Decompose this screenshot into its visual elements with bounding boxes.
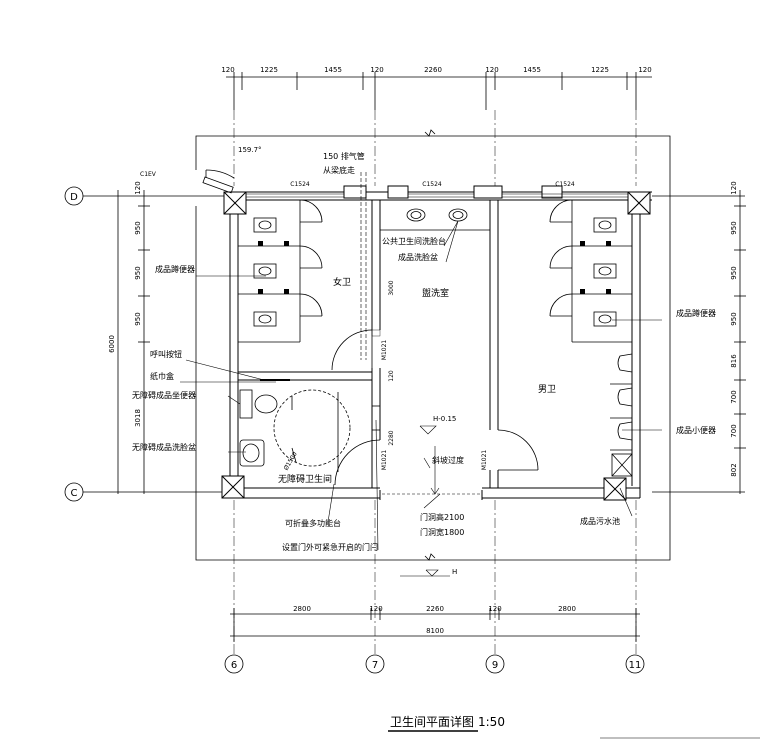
room-wash: 盥洗室 xyxy=(422,287,449,299)
axis-d-label: D xyxy=(70,192,78,203)
top-dim-5: 2260 xyxy=(424,66,442,74)
right-dim-4: 950 xyxy=(730,312,738,325)
circle-dim: Ø1500 xyxy=(283,451,299,472)
label-mop-pool: 成品污水池 xyxy=(580,516,620,526)
windows xyxy=(246,193,628,198)
right-dim-6: 700 xyxy=(730,390,738,403)
drawing-scale: 1:50 xyxy=(478,715,505,729)
left-dim-4: 950 xyxy=(134,312,142,325)
bottom-dimension-line xyxy=(230,608,640,642)
window-label-3: C1524 xyxy=(555,181,575,188)
leader-lines xyxy=(180,220,662,551)
dim-120: 120 xyxy=(388,370,395,382)
room-male: 男卫 xyxy=(538,384,556,395)
label-opening-h: 门洞高2100 xyxy=(420,512,464,522)
top-dim-8: 1225 xyxy=(591,66,609,74)
bottom-dim-4: 120 xyxy=(488,605,501,613)
exhaust-label: 150 排气管 xyxy=(323,151,365,161)
drawing-title: 卫生间平面详图 xyxy=(390,714,474,729)
top-dim-6: 120 xyxy=(485,66,498,74)
label-slope: 斜坡过度 xyxy=(432,455,464,465)
label-acc-basin: 无障碍成品洗脸盆 xyxy=(132,442,196,452)
axis-7-label: 7 xyxy=(372,660,378,671)
left-dim-5: 3018 xyxy=(134,409,142,427)
label-opening-w: 门洞宽1800 xyxy=(420,527,464,537)
inner-dim-3000: 3000 xyxy=(388,280,395,295)
label-fold-table: 可折叠多功能台 xyxy=(285,518,341,528)
label-squat-left: 成品蹲便器 xyxy=(155,264,195,274)
top-dim-1: 120 xyxy=(221,66,234,74)
right-dim-8: 802 xyxy=(730,463,738,476)
right-dim-7: 700 xyxy=(730,424,738,437)
paper-holders xyxy=(258,241,289,294)
right-dim-1: 120 xyxy=(730,181,738,194)
axis-11-label: 11 xyxy=(629,660,642,671)
left-dim-2: 950 xyxy=(134,221,142,234)
outside-level-mark: H xyxy=(452,568,457,576)
axis-c-label: C xyxy=(71,488,78,499)
male-paper-holders xyxy=(580,241,611,294)
inner-dim-2280: 2280 xyxy=(388,430,395,445)
accessible-room xyxy=(239,379,381,472)
room-female: 女卫 xyxy=(333,276,351,288)
door-angle: 159.7° xyxy=(238,146,262,154)
level-mark: H-0.15 xyxy=(433,415,456,423)
window-label-2: C1524 xyxy=(422,181,442,188)
bottom-dim-3: 2260 xyxy=(426,605,444,613)
left-dim-1: 120 xyxy=(134,181,142,194)
top-dim-9: 120 xyxy=(638,66,651,74)
label-counter: 公共卫生间洗脸台 xyxy=(382,236,446,246)
columns xyxy=(221,185,651,501)
bottom-dim-1: 2800 xyxy=(293,605,311,613)
c1-label: C1EV xyxy=(140,171,157,178)
urinals xyxy=(610,353,633,451)
outside-level xyxy=(400,569,450,577)
top-left-door xyxy=(202,169,235,194)
door-tag-2: M1021 xyxy=(381,450,388,471)
left-dimension-line xyxy=(108,190,232,494)
label-squat-right: 成品蹲便器 xyxy=(676,308,716,318)
room-accessible: 无障碍卫生间 xyxy=(278,473,332,485)
window-label-1: C1524 xyxy=(290,181,310,188)
top-dim-4: 120 xyxy=(370,66,383,74)
male-stalls xyxy=(549,199,632,343)
right-dimension-line xyxy=(652,190,746,494)
wall-infill xyxy=(371,329,381,337)
top-dim-2: 1225 xyxy=(260,66,278,74)
exhaust-pipe xyxy=(360,172,367,360)
top-dim-7: 1455 xyxy=(523,66,541,74)
top-dimension-line xyxy=(226,72,652,110)
slope-arrow xyxy=(382,425,480,495)
left-dim-3: 950 xyxy=(134,266,142,279)
female-stalls xyxy=(238,199,323,343)
axis-bubbles xyxy=(64,186,645,674)
wash-counter xyxy=(380,208,490,231)
label-basin: 成品洗脸盆 xyxy=(398,252,438,262)
left-total-dim: 6000 xyxy=(108,335,116,353)
right-dim-2: 950 xyxy=(730,221,738,234)
label-acc-toilet: 无障碍成品坐便器 xyxy=(132,390,196,400)
label-door-note: 设置门外可紧急开启的门闩 xyxy=(282,542,378,552)
right-dim-3: 950 xyxy=(730,266,738,279)
top-dim-3: 1455 xyxy=(324,66,342,74)
axis-9-label: 9 xyxy=(492,660,498,671)
exhaust-label-2: 从梁底走 xyxy=(323,165,355,175)
wash-room-doors xyxy=(334,429,539,486)
bottom-dim-5: 2800 xyxy=(558,605,576,613)
bottom-dim-2: 120 xyxy=(369,605,382,613)
mop-pool xyxy=(611,453,633,477)
outer-boundary xyxy=(195,129,671,561)
right-dim-5: 816 xyxy=(730,354,738,368)
label-call-button: 呼叫按钮 xyxy=(150,349,182,359)
door-tag-3: M1021 xyxy=(481,450,488,471)
axis-6-label: 6 xyxy=(231,660,237,671)
label-paper-box: 纸巾盒 xyxy=(150,371,174,381)
bottom-total-dim: 8100 xyxy=(426,627,444,635)
female-door xyxy=(331,329,373,371)
door-tag-1: M1021 xyxy=(381,340,388,361)
label-urinal: 成品小便器 xyxy=(676,425,716,435)
